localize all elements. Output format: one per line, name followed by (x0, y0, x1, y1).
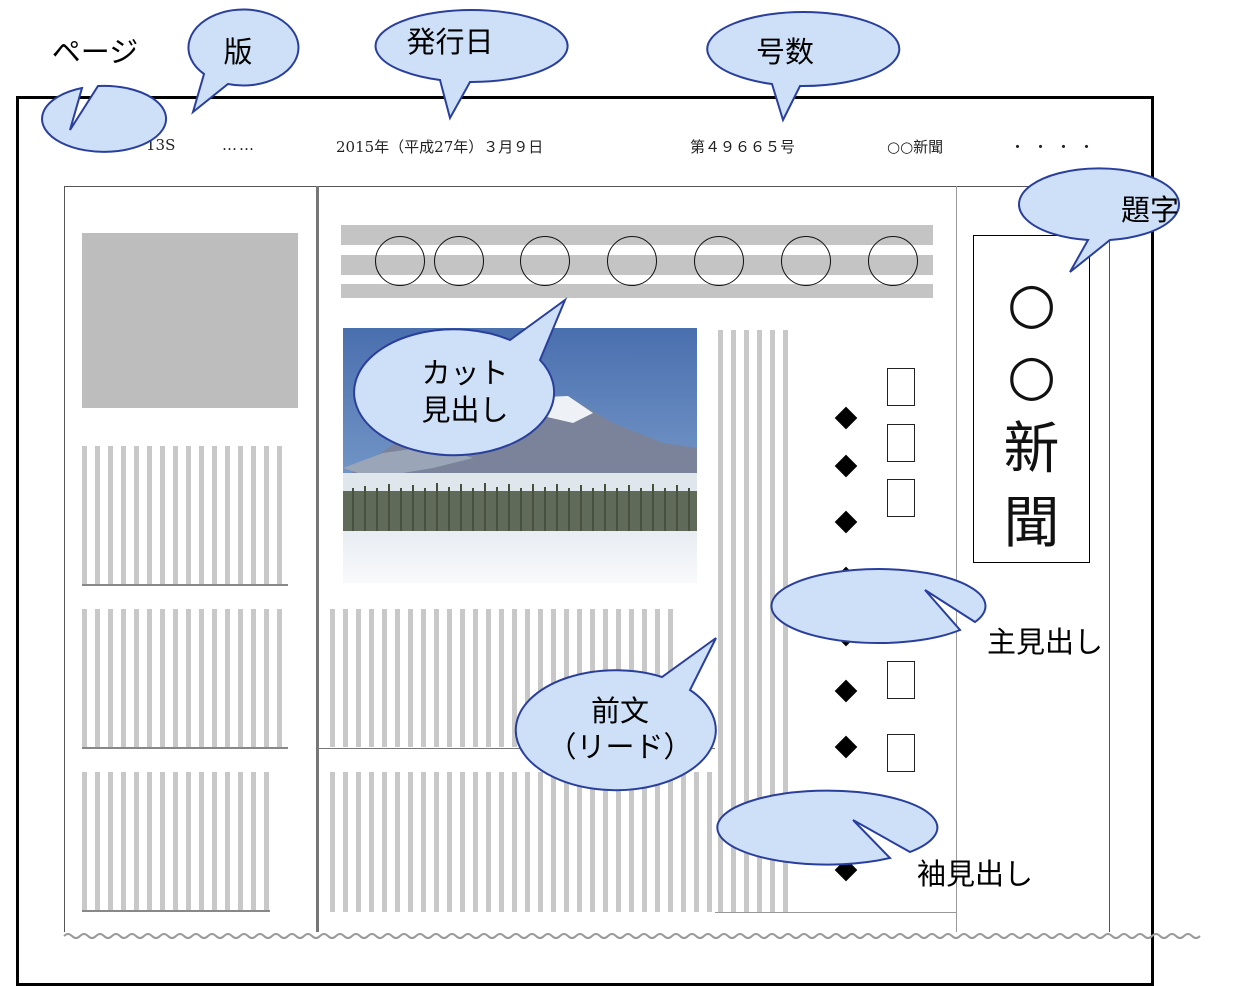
photo-placeholder (82, 233, 298, 408)
paper-name: ○○新聞 (887, 138, 944, 156)
headline-circle (607, 236, 657, 286)
masthead-dots: …… (222, 136, 256, 154)
callout-page-label: ページ (51, 35, 139, 69)
title-char: ○ (1007, 271, 1056, 336)
headline-circle (694, 236, 744, 286)
headline-circle (375, 236, 425, 286)
main-headline-square (887, 585, 915, 623)
cut-headline-band (341, 225, 933, 245)
article-text-block (82, 446, 288, 584)
article-base-rule (82, 910, 270, 912)
edition-number: 13S (146, 136, 176, 154)
front-page-layout (64, 186, 1110, 932)
lead-text-block (718, 330, 796, 912)
title-nameplate: ○ ○ 新 聞 (973, 235, 1090, 563)
callout-main-headline-label: 主見出し (986, 625, 1103, 659)
main-headline-square (887, 661, 915, 699)
callout-title-label: 題字 (1120, 193, 1179, 227)
headline-circle (520, 236, 570, 286)
title-char: 新 (1003, 417, 1060, 482)
article-base-rule (82, 584, 288, 586)
issue-date: 2015年（平成27年）３月９日 (336, 138, 544, 156)
callout-date-label: 発行日 (406, 25, 494, 59)
article-text-block (82, 772, 270, 910)
column-divider-right (956, 186, 957, 932)
callout-lead-label-2: （リード） (547, 730, 693, 764)
callout-lead-label-1: 前文 (590, 694, 649, 728)
callout-sub-headline-label: 袖見出し (916, 857, 1033, 891)
headline-circle (434, 236, 484, 286)
cut-headline-band (341, 284, 933, 298)
callout-cut-label-2: 見出し (421, 393, 509, 427)
article-bottom-rule (715, 912, 956, 913)
callout-cut-label-1: カット (421, 356, 509, 390)
callout-issue-label: 号数 (755, 35, 814, 69)
headline-circle (781, 236, 831, 286)
article-text-block (82, 609, 288, 747)
issue-number: 第４９６６５号 (690, 138, 796, 156)
column-divider-left (316, 186, 319, 932)
callout-edition-label: 版 (223, 35, 253, 69)
main-headline-square (887, 368, 915, 406)
masthead-trailing-dots: ・・・・ (1010, 138, 1103, 156)
article-text-block (330, 772, 715, 912)
title-char: 聞 (1003, 491, 1060, 556)
page-number: 1 (76, 136, 86, 154)
article-base-rule (82, 747, 288, 749)
headline-circle (868, 236, 918, 286)
main-headline-square (887, 424, 915, 462)
main-headline-square (887, 734, 915, 772)
title-char: ○ (1007, 343, 1056, 408)
main-headline-square (887, 479, 915, 517)
